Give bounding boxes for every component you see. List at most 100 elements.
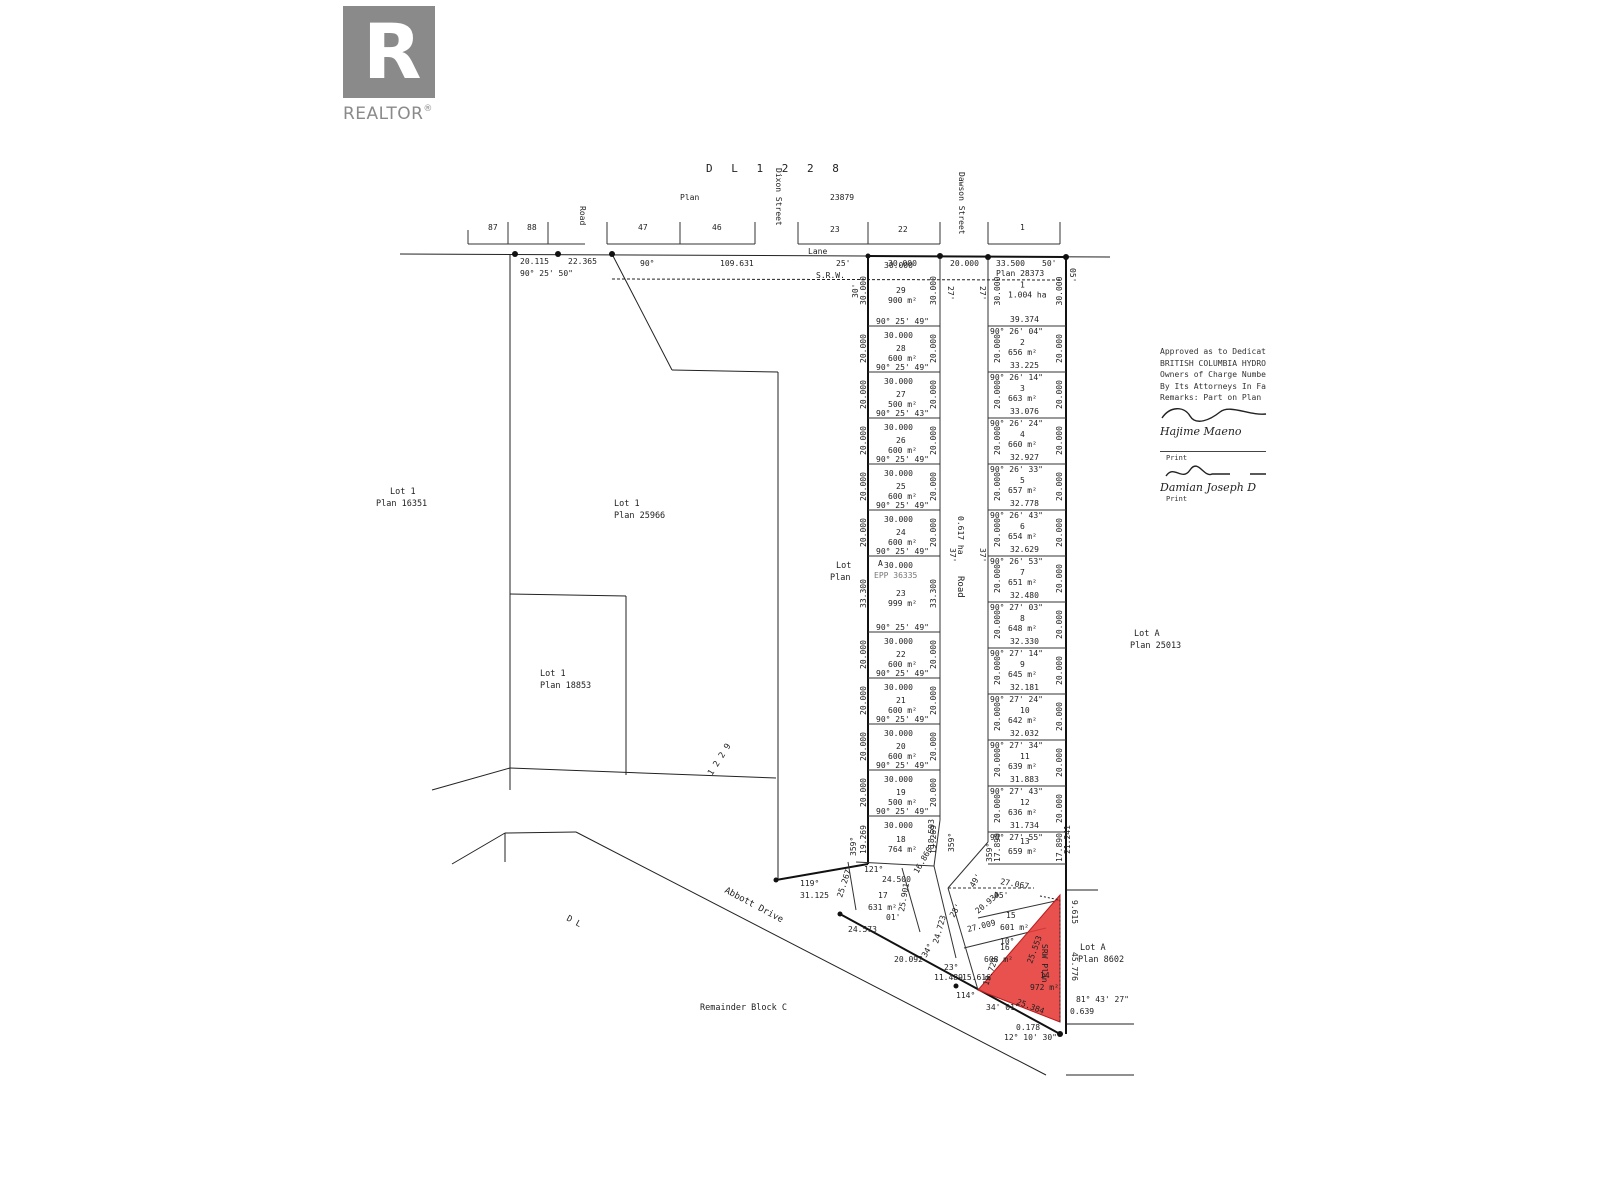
lot16-num: 16 [1000, 943, 1010, 952]
dl-bottom: D L [565, 914, 583, 930]
left-lot-number: 28 [896, 344, 906, 353]
dim-0178: 0.178 [1016, 1023, 1040, 1032]
left-lot-bearing: 90° 25' 49" [876, 761, 929, 770]
left-lot-number: 23 [896, 589, 906, 598]
right-lot-width: 33.076 [1010, 407, 1039, 416]
left-lot-side-dim-east: 20.000 [929, 640, 938, 669]
dl-1229: 1 2 2 9 [706, 742, 733, 778]
right-lot-number: 10 [1020, 706, 1030, 715]
left-lot-area: 500 m² [888, 798, 917, 807]
plan-16351: Plan 16351 [376, 499, 427, 509]
left-lot-bearing: 90° 25' 49" [876, 623, 929, 632]
right-lot-bearing: 90° 26' 04" [990, 327, 1043, 336]
left-lot-side-dim-east: 19.269 [929, 825, 938, 854]
right-lot-side-dim: 20.000 [993, 380, 1002, 409]
left-lot-area: 900 m² [888, 296, 917, 305]
angle-01: 01' [886, 913, 900, 922]
left-lot-number: 22 [896, 650, 906, 659]
angle-37b: 37' [978, 548, 987, 562]
left-lot-width: 30.000 [884, 729, 913, 738]
left-lot-width: 30.000 [884, 683, 913, 692]
right-lot-side-dim-east: 20.000 [1055, 380, 1064, 409]
plan-28373: Plan 28373 [996, 269, 1044, 278]
right-lot-width: 39.374 [1010, 315, 1039, 324]
left-lot-area: 600 m² [888, 446, 917, 455]
right-lot-side-dim-east: 20.000 [1055, 610, 1064, 639]
highlighted-lot-14[interactable] [977, 893, 1061, 1023]
signature-1-scribble [1161, 407, 1267, 422]
left-lot-area: 600 m² [888, 706, 917, 715]
subdivision-outline [775, 255, 1067, 1035]
dim-25267: 25.267 [835, 868, 853, 898]
right-lot-bearing: 90° 26' 53" [990, 557, 1043, 566]
left-lot-area: 600 m² [888, 538, 917, 547]
left-lot-side-dim: 30.000 [859, 276, 868, 305]
left-lot-area: 999 m² [888, 599, 917, 608]
right-lot-area: 657 m² [1008, 486, 1037, 495]
lot17-area: 631 m² [868, 903, 897, 912]
top-lot-46: 46 [712, 223, 722, 232]
left-lot-area: 500 m² [888, 400, 917, 409]
right-lot-side-dim-east: 20.000 [1055, 472, 1064, 501]
left-lot-side-dim-east: 20.000 [929, 778, 938, 807]
right-lot-side-dim: 20.000 [993, 656, 1002, 685]
left-lot-width: 30.000 [884, 423, 913, 432]
right-lot-side-dim: 20.000 [993, 564, 1002, 593]
plan-25966: Plan 25966 [614, 511, 665, 521]
right-lot-area: 645 m² [1008, 670, 1037, 679]
left-lot-side-dim: 20.000 [859, 640, 868, 669]
left-lot-number: 27 [896, 390, 906, 399]
lot-plan-a: A [878, 559, 883, 568]
plan-8602: Plan 8602 [1078, 955, 1124, 965]
angle-27a: 27' [946, 286, 955, 300]
right-lot-side-dim-east: 20.000 [1055, 518, 1064, 547]
left-lot-number: 29 [896, 286, 906, 295]
right-lot-bearing: 90° 27' 14" [990, 649, 1043, 658]
dim-25901: 25.901 [897, 882, 911, 912]
dixon-street-label: Dixon Street [774, 168, 783, 226]
left-lot-number: 18 [896, 835, 906, 844]
angle-902550: 90° 25' 50" [520, 269, 573, 278]
abbott-drive-label: Abbott Drive [723, 886, 785, 925]
signature-1-line [1160, 439, 1266, 452]
right-lot-side-dim-east: 20.000 [1055, 794, 1064, 823]
right-lot-area: 659 m² [1008, 847, 1037, 856]
right-lot-width: 32.629 [1010, 545, 1039, 554]
left-lot-side-dim: 20.000 [859, 426, 868, 455]
top-plan-label: Plan [680, 193, 699, 202]
left-lot-side-dim: 19.269 [859, 825, 868, 854]
right-lot-side-dim: 20.000 [993, 334, 1002, 363]
right-lot-side-dim-east: 20.000 [1055, 426, 1064, 455]
right-lot-area: 636 m² [1008, 808, 1037, 817]
right-lot-number: 6 [1020, 522, 1025, 531]
boundary-lines [399, 253, 1134, 1076]
right-lot-number: 5 [1020, 476, 1025, 485]
left-lot-width: 30.000 [884, 331, 913, 340]
right-lot-width: 31.883 [1010, 775, 1039, 784]
top-lot-22: 22 [898, 225, 908, 234]
left-lot-side-dim-east: 20.000 [929, 380, 938, 409]
angle-90: 90° [640, 259, 654, 268]
right-lot-side-dim: 30.000 [993, 276, 1002, 305]
angle-121: 121° [864, 865, 883, 874]
left-lot-width: 30.000 [884, 515, 913, 524]
left-lot-side-dim: 20.000 [859, 518, 868, 547]
right-lot-side-dim-east: 20.000 [1055, 656, 1064, 685]
angle-28: 28' [948, 902, 963, 919]
right-lot-side-dim-east: 20.000 [1055, 564, 1064, 593]
dim-21241: 21.241 [1063, 825, 1072, 854]
top-20000: 20.000 [950, 259, 979, 268]
left-lot-bearing: 90° 25' 49" [876, 807, 929, 816]
lot17-num: 17 [878, 891, 888, 900]
right-lot-bearing: 90° 26' 33" [990, 465, 1043, 474]
left-lot-side-dim-east: 30.000 [929, 276, 938, 305]
lot-a-south: Lot A [1080, 943, 1106, 953]
signature-1-name: Hajime Maeno [1160, 424, 1242, 438]
dawson-street-label: Dawson Street [957, 172, 966, 235]
angle-3401: 34' 01" [986, 1003, 1020, 1012]
dim-18593: 18.593 [927, 819, 936, 848]
right-lot-side-dim: 17.890 [993, 833, 1002, 862]
approval-line-4: By Its Attorneys In Fa [1160, 381, 1266, 391]
approval-line-5: Remarks: Part on Plan [1160, 393, 1262, 402]
